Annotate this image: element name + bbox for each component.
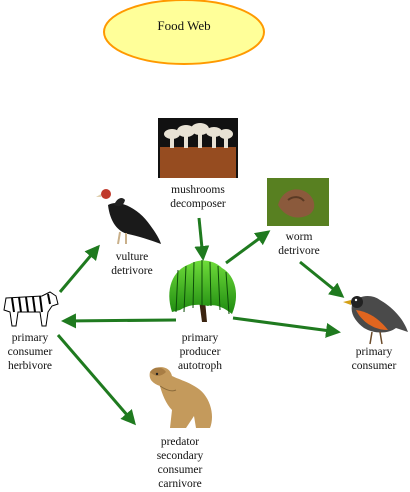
vulture-picture bbox=[96, 189, 161, 245]
robin-label-line-1: primary bbox=[355, 346, 393, 358]
worm-picture bbox=[267, 178, 329, 226]
arrow-zebra-to-cougar bbox=[56, 334, 136, 426]
mushrooms-label-line-1: mushrooms bbox=[171, 184, 225, 196]
tree-picture bbox=[169, 260, 237, 322]
mushrooms-label-line-2: decomposer bbox=[170, 198, 226, 210]
robin-picture bbox=[343, 295, 408, 345]
zebra-label-line-3: herbivore bbox=[7, 360, 53, 372]
tree-label: primary producer autotroph bbox=[160, 331, 240, 373]
cougar-label-line-3: consumer bbox=[157, 464, 203, 476]
tree-label-line-3: autotroph bbox=[177, 360, 223, 372]
mushrooms-picture bbox=[158, 118, 238, 178]
zebra-label-line-2: consumer bbox=[7, 346, 53, 358]
mushrooms-label: mushrooms decomposer bbox=[138, 183, 258, 211]
zebra-label: primary consumer herbivore bbox=[0, 331, 60, 373]
cougar-label-line-2: secondary bbox=[156, 450, 204, 462]
worm-label-line-1: worm bbox=[285, 231, 313, 243]
vulture-label-line-2: detrivore bbox=[111, 265, 153, 277]
cougar-label-line-1: predator bbox=[160, 436, 200, 448]
zebra-label-line-1: primary bbox=[11, 332, 49, 344]
worm-label: worm detrivore bbox=[259, 230, 339, 258]
arrow-mushrooms-to-tree bbox=[194, 217, 210, 261]
worm-label-line-2: detrivore bbox=[278, 245, 320, 257]
arrow-tree-to-robin bbox=[232, 316, 341, 338]
arrow-tree-to-zebra bbox=[61, 313, 177, 329]
arrow-tree-to-worm bbox=[225, 230, 271, 265]
robin-label-line-2: consumer bbox=[351, 360, 397, 372]
vulture-label: vulture detrivore bbox=[92, 250, 172, 278]
diagram-title: Food Web bbox=[157, 18, 211, 33]
title-ellipse bbox=[103, 0, 265, 65]
arrow-zebra-to-vulture bbox=[58, 244, 100, 293]
zebra-picture bbox=[3, 291, 59, 327]
vulture-label-line-1: vulture bbox=[115, 251, 149, 263]
food-web-arrows bbox=[56, 217, 345, 426]
robin-label: primary consumer bbox=[338, 345, 410, 373]
cougar-picture bbox=[149, 367, 212, 428]
cougar-label: predator secondary consumer carnivore bbox=[138, 435, 222, 491]
tree-label-line-2: producer bbox=[179, 346, 221, 358]
tree-label-line-1: primary bbox=[181, 332, 219, 344]
cougar-label-line-4: carnivore bbox=[158, 478, 202, 490]
arrow-worm-to-robin bbox=[299, 260, 345, 298]
